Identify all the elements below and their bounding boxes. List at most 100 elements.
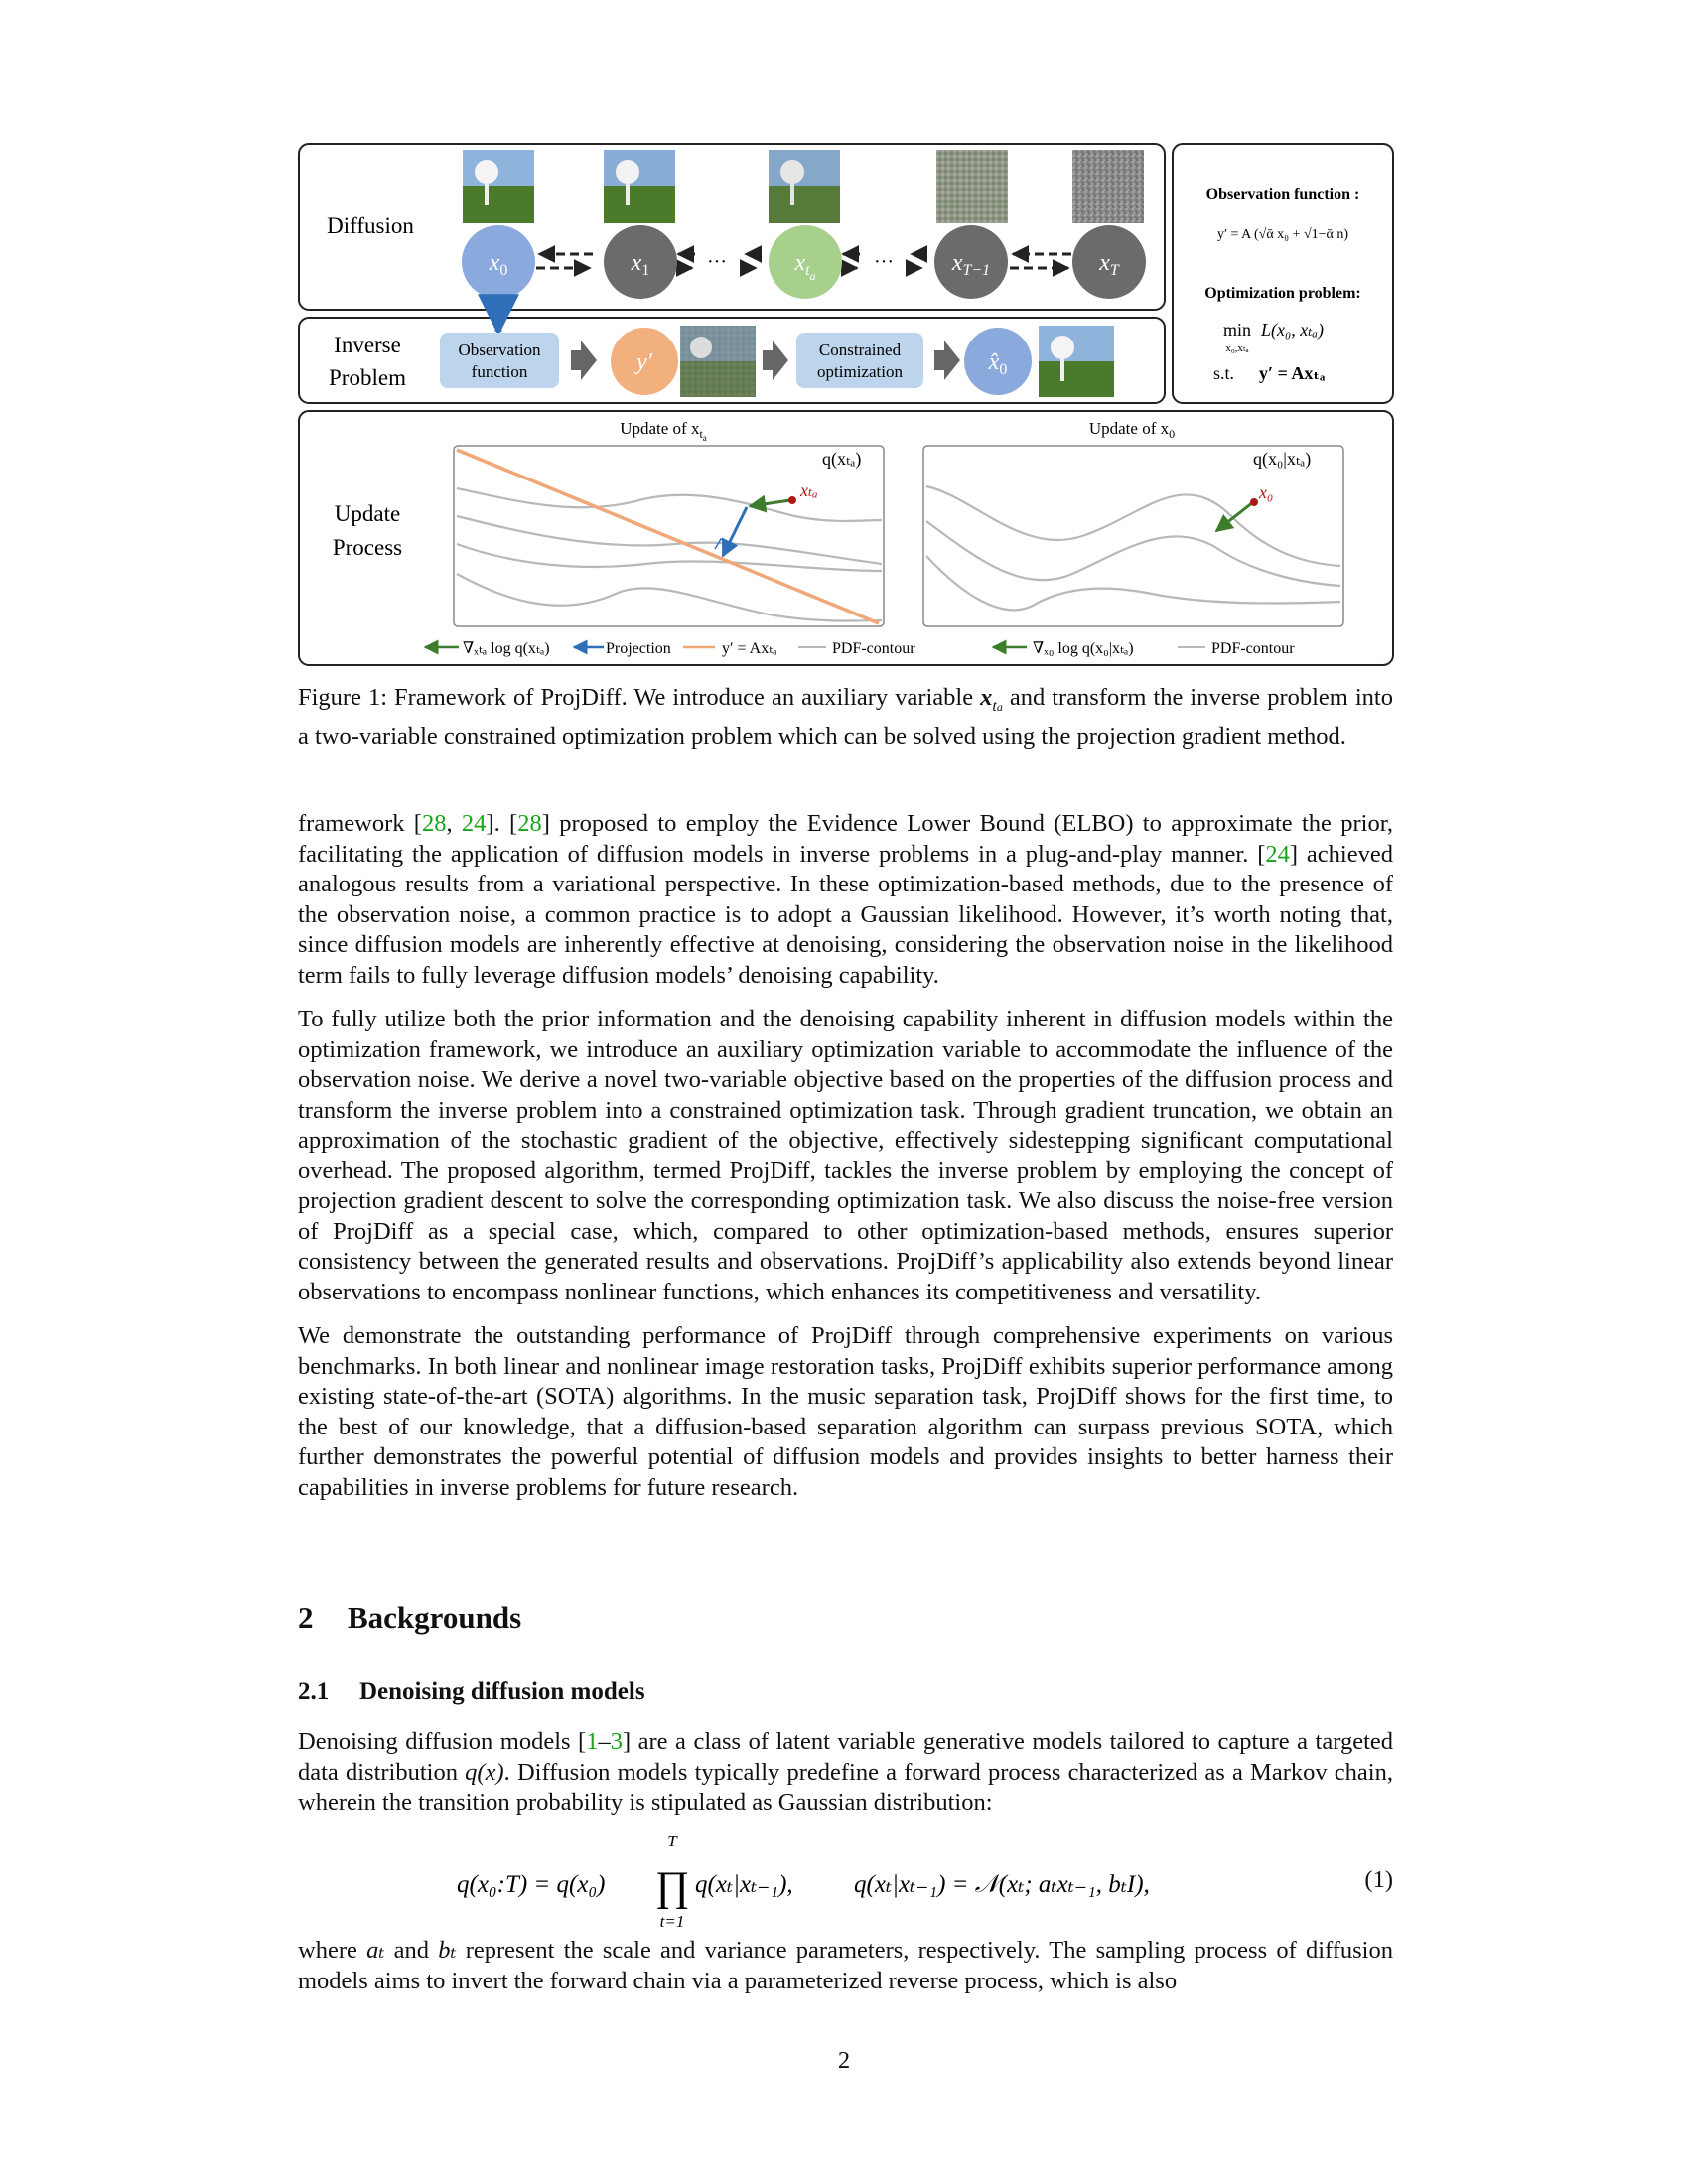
image-xT (1072, 150, 1144, 223)
block-arrow-2 (763, 341, 788, 380)
obs-formula: y′ = A (√ᾱ x₀ + √1−ᾱ n) (1217, 227, 1348, 242)
side-panel (1172, 143, 1394, 404)
citation-link[interactable]: 3 (610, 1728, 623, 1755)
node-x1-label: x1 (631, 250, 650, 279)
eq-rhs: q(xₜ|xₜ₋₁) = 𝒩(xₜ; aₜxₜ₋₁, bₜI), (854, 1871, 1150, 1898)
left-plot-frame (453, 445, 885, 627)
constrained-box-line2: optimization (817, 362, 903, 381)
update-panel (298, 410, 1394, 666)
node-xta (769, 225, 842, 299)
node-xT (1072, 225, 1146, 299)
paragraph-2: To fully utilize both the prior informat… (298, 1006, 1393, 1305)
gradient-arrow-left (748, 494, 791, 513)
point-x0-label: x₀ (1258, 482, 1273, 502)
body-column-3: where aₜ and bₜ represent the scale and … (298, 1936, 1393, 1996)
legend-line: y′ = Axₜₐ (722, 640, 777, 657)
eq-prod-body: q(xₜ|xₜ₋₁), (695, 1871, 793, 1898)
opt-objective: L(x₀, xₜₐ) (1260, 320, 1324, 341)
observation-box-line2: function (472, 362, 528, 381)
right-pdf-contours (925, 484, 1341, 612)
citation-link[interactable]: 28 (517, 810, 542, 837)
eq-prod-top: T (667, 1832, 678, 1850)
paragraph-4: Denoising diffusion models [1–3] are a c… (298, 1728, 1394, 1816)
image-y-prime (680, 326, 756, 397)
point-xta-label: xₜₐ (799, 480, 818, 500)
observation-box-line1: Observation (458, 341, 541, 359)
right-dist-label: q(x₀|xₜₐ) (1253, 449, 1311, 470)
image-x0 (463, 150, 534, 223)
constrained-box (796, 333, 923, 388)
opt-min-sub: x₀,xₜₐ (1225, 342, 1248, 354)
citation-link[interactable]: 24 (461, 810, 487, 837)
opt-title: Optimization problem: (1204, 285, 1360, 302)
citation-link[interactable]: 24 (1265, 840, 1290, 868)
paragraph-5: where aₜ and bₜ represent the scale and … (298, 1937, 1393, 1994)
inverse-panel (298, 317, 1166, 404)
citation-link[interactable]: 1 (586, 1728, 599, 1755)
node-x0-label: x0 (489, 250, 508, 279)
paragraph-3: We demonstrate the outstanding performan… (298, 1322, 1393, 1501)
point-xta (788, 496, 796, 504)
obs-title: Observation function : (1206, 186, 1360, 203)
image-x1 (604, 150, 675, 223)
projection-line (456, 448, 880, 625)
equation-number: (1) (1364, 1866, 1393, 1893)
body-column-1: framework [28, 24]. [28] proposed to emp… (298, 809, 1393, 1517)
figure-1: Diffusion Inverse Problem Update Process… (298, 143, 1394, 666)
node-y-prime (611, 328, 678, 395)
observation-box (440, 333, 559, 388)
opt-st: s.t. (1213, 363, 1234, 383)
legend-contour-right: PDF-contour (1211, 640, 1295, 657)
constrained-box-line1: Constrained (819, 341, 902, 359)
diffusion-panel (298, 143, 1166, 311)
equation-1: q(x₀:T) = q(x₀) T ∏ t=1 q(xₜ|xₜ₋₁), q(xₜ… (298, 1825, 1393, 1932)
row-label-update: Update (335, 501, 400, 526)
paragraph-1: framework [28, 24]. [28] proposed to emp… (298, 810, 1393, 989)
node-x0 (462, 225, 535, 299)
ellipsis-2: ··· (874, 251, 894, 273)
eq-lhs: q(x₀:T) = q(x₀) (457, 1871, 605, 1898)
gradient-arrow-right (1214, 500, 1254, 533)
node-x0-hat-label: x̂0 (988, 349, 1008, 378)
update-left-title: Update of xta (620, 419, 707, 443)
citation-link[interactable]: 28 (421, 810, 447, 837)
point-x0 (1250, 498, 1258, 506)
eq-prod-bottom: t=1 (660, 1912, 685, 1931)
legend-contour-left: PDF-contour (832, 640, 915, 657)
diffusion-arrows (536, 245, 1071, 277)
node-xT-1 (934, 225, 1008, 299)
page-number: 2 (837, 2047, 851, 2074)
projection-arrow (721, 506, 749, 558)
legend-grad-left: ∇ₓₜₐ log q(xₜₐ) (463, 640, 550, 657)
node-xta-label: xta (793, 250, 815, 283)
node-xT-1-label: xT−1 (951, 250, 990, 279)
right-plot-frame (922, 445, 1344, 627)
opt-constraint: y′ = Axₜₐ (1259, 363, 1326, 383)
node-x1 (604, 225, 677, 299)
equation-1-body: q(x₀:T) = q(x₀) T ∏ t=1 q(xₜ|xₜ₋₁), q(xₜ… (457, 1832, 1150, 1931)
figure-caption: Figure 1: Framework of ProjDiff. We intr… (298, 684, 1393, 751)
row-label-diffusion: Diffusion (327, 213, 414, 238)
eq-prod-symbol: ∏ (655, 1864, 690, 1910)
block-arrow-1 (571, 341, 597, 380)
left-dist-label: q(xₜₐ) (822, 449, 861, 470)
row-label-inverse: Inverse (334, 333, 401, 357)
body-column-2: Denoising diffusion models [1–3] are a c… (298, 1727, 1393, 1819)
ellipsis-1: ··· (707, 251, 727, 273)
image-xta (769, 150, 840, 223)
update-right-title: Update of x0 (1089, 419, 1175, 441)
node-xT-label: xT (1098, 250, 1120, 279)
legend-projection: Projection (606, 640, 671, 657)
node-y-prime-label: y′ (634, 349, 653, 375)
image-x0-hat (1039, 326, 1114, 397)
left-pdf-contours (456, 486, 883, 622)
node-x0-hat (964, 328, 1032, 395)
row-label-process: Process (333, 535, 402, 560)
opt-min: min (1223, 320, 1251, 340)
block-arrow-3 (934, 341, 960, 380)
row-label-problem: Problem (329, 365, 406, 390)
image-xT-1 (936, 150, 1008, 223)
legend-grad-right: ∇ₓ₀ log q(x₀|xₜₐ) (1033, 640, 1134, 657)
